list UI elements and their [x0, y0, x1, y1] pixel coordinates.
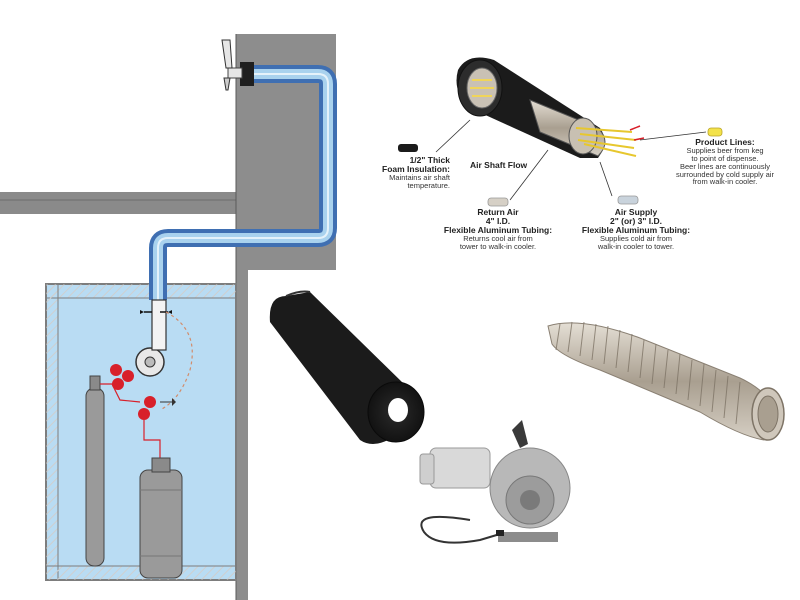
air-supply-swatch-icon	[617, 195, 639, 205]
return-air-label: Return Air 4" I.D. Flexible Aluminum Tub…	[428, 208, 568, 251]
bar-counter-top	[0, 192, 236, 214]
foam-desc-1: Maintains air shaft	[389, 172, 450, 182]
foam-title-1: 1/2" Thick	[409, 155, 450, 165]
foam-desc-2: temperature.	[407, 180, 450, 190]
regulator-valve-icon	[100, 364, 176, 462]
air-supply-title-2: 2" (or) 3" I.D.	[610, 215, 662, 226]
air-supply-title-1: Air Supply	[614, 207, 658, 217]
product-lines-desc-4: surrounded by cold supply air	[676, 169, 774, 179]
flex-aluminum-tube-photo	[547, 321, 785, 441]
air-shaft-flow-label: Air Shaft Flow	[470, 160, 528, 170]
foam-swatch-icon	[398, 144, 418, 152]
product-lines-desc-2: to point of dispense.	[691, 153, 759, 163]
product-lines-desc-3: Beer lines are continuously	[679, 161, 771, 171]
return-air-title-2: 4" I.D.	[485, 215, 511, 226]
blower-photo	[419, 420, 571, 544]
beer-keg-icon	[139, 457, 183, 579]
return-air-title-3: Flexible Aluminum Tubing:	[443, 224, 553, 235]
product-lines-desc-1: Supplies beer from keg	[686, 145, 764, 155]
air-shaft-cutaway	[398, 57, 723, 207]
product-lines-title: Product Lines:	[695, 137, 755, 147]
cross-section-diagram	[0, 34, 337, 600]
return-air-path	[159, 311, 193, 411]
air-supply-label: Air Supply 2" (or) 3" I.D. Flexible Alum…	[566, 208, 706, 251]
air-supply-title-3: Flexible Aluminum Tubing:	[581, 224, 691, 235]
blower-fan-icon	[135, 299, 172, 377]
foam-title-2: Foam Insulation:	[382, 163, 450, 174]
return-air-title-1: Return Air	[477, 207, 519, 217]
cooler-wall	[236, 270, 248, 600]
return-air-desc-1: Returns cool air from	[463, 233, 533, 243]
air-supply-desc-2: walk-in cooler to tower.	[597, 241, 675, 251]
beer-faucet-icon	[221, 39, 254, 91]
return-air-swatch-icon	[487, 197, 509, 207]
product-lines-desc-5: from walk-in cooler.	[692, 177, 758, 187]
foam-insulation-photo	[269, 290, 425, 444]
return-air-desc-2: tower to walk-in cooler.	[459, 241, 537, 251]
product-lines-swatch-icon	[707, 127, 723, 137]
product-lines-icon	[575, 125, 645, 157]
air-supply-desc-1: Supplies cold air from	[599, 233, 673, 243]
co2-tank-icon	[85, 375, 105, 567]
product-lines-label: Product Lines: Supplies beer from keg to…	[660, 138, 790, 186]
foam-insulation-label: 1/2" Thick Foam Insulation: Maintains ai…	[330, 156, 450, 190]
